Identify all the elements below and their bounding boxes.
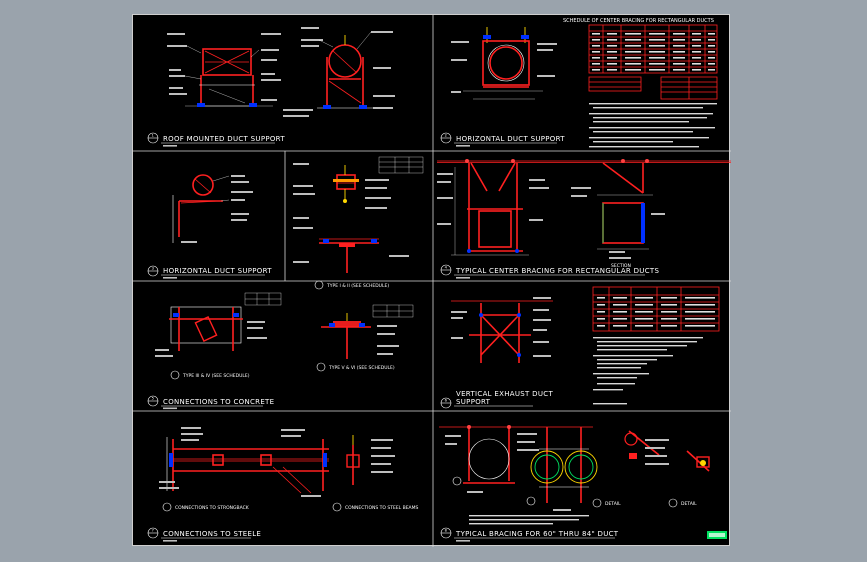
drawing-sheet: SCHEDULE OF CENTER BRACING FOR RECTANGUL… bbox=[132, 14, 731, 547]
type-1-2-detail bbox=[293, 156, 424, 273]
svg-text:5: 5 bbox=[152, 397, 154, 401]
bracing-60-84-drawing: DETAIL DETAIL bbox=[439, 425, 727, 539]
panel-titles: 1 ROOF MOUNTED DUCT SUPPORT 2 HORIZONTAL… bbox=[147, 132, 678, 542]
panel-title-vertical: VERTICAL EXHAUST DUCT bbox=[456, 390, 553, 398]
svg-text:8: 8 bbox=[445, 529, 448, 533]
panel-title-horizontal-1: HORIZONTAL DUCT SUPPORT bbox=[456, 135, 565, 143]
conn-steel-label: CONNECTIONS TO STEEL BEAMS bbox=[345, 505, 419, 511]
panel-subtitle-vertical: SUPPORT bbox=[456, 398, 491, 406]
section-label: SECTION bbox=[611, 263, 631, 269]
svg-text:4: 4 bbox=[445, 266, 448, 270]
svg-text:7: 7 bbox=[152, 529, 154, 533]
panel-title-roof: ROOF MOUNTED DUCT SUPPORT bbox=[163, 135, 285, 143]
cad-drawing: SCHEDULE OF CENTER BRACING FOR RECTANGUL… bbox=[133, 15, 731, 547]
horizontal-support-2-drawing bbox=[172, 174, 253, 243]
svg-text:2: 2 bbox=[445, 134, 447, 138]
concrete-connections-drawing: TYPE III & IV (SEE SCHEDULE) TYPE V & VI… bbox=[155, 292, 414, 379]
detail-b-label: DETAIL bbox=[681, 501, 697, 507]
steel-connections-drawing: CONNECTIONS TO STRONGBACK CONNECTIONS TO… bbox=[159, 427, 419, 511]
detail-a-label: DETAIL bbox=[605, 501, 621, 507]
svg-text:3: 3 bbox=[152, 267, 154, 271]
svg-text:1: 1 bbox=[152, 134, 154, 138]
panel-title-bracing-60-84: TYPICAL BRACING FOR 60" THRU 84" DUCT bbox=[455, 530, 619, 538]
panel-title-horizontal-2: HORIZONTAL DUCT SUPPORT bbox=[163, 267, 272, 275]
panel-title-center-bracing: TYPICAL CENTER BRACING FOR RECTANGULAR D… bbox=[455, 267, 659, 275]
conn-strongback-label: CONNECTIONS TO STRONGBACK bbox=[175, 505, 250, 511]
type-3-4-label: TYPE III & IV (SEE SCHEDULE) bbox=[182, 373, 250, 379]
panel-title-concrete: CONNECTIONS TO CONCRETE bbox=[163, 398, 274, 406]
type-1-2-label: TYPE I & II (SEE SCHEDULE) bbox=[326, 283, 389, 289]
panel-grid bbox=[133, 15, 731, 547]
center-bracing-drawing: SECTION bbox=[437, 159, 731, 269]
panel-title-steel: CONNECTIONS TO STEELE bbox=[163, 530, 261, 538]
svg-text:6: 6 bbox=[445, 399, 448, 403]
schedule-title: SCHEDULE OF CENTER BRACING FOR RECTANGUL… bbox=[563, 18, 714, 24]
horizontal-support-1-drawing bbox=[451, 27, 557, 100]
type-5-6-label: TYPE V & VI (SEE SCHEDULE) bbox=[328, 365, 395, 371]
roof-support-drawing bbox=[167, 27, 395, 117]
vertical-support-drawing bbox=[451, 286, 720, 405]
bracing-schedule: SCHEDULE OF CENTER BRACING FOR RECTANGUL… bbox=[563, 18, 718, 148]
